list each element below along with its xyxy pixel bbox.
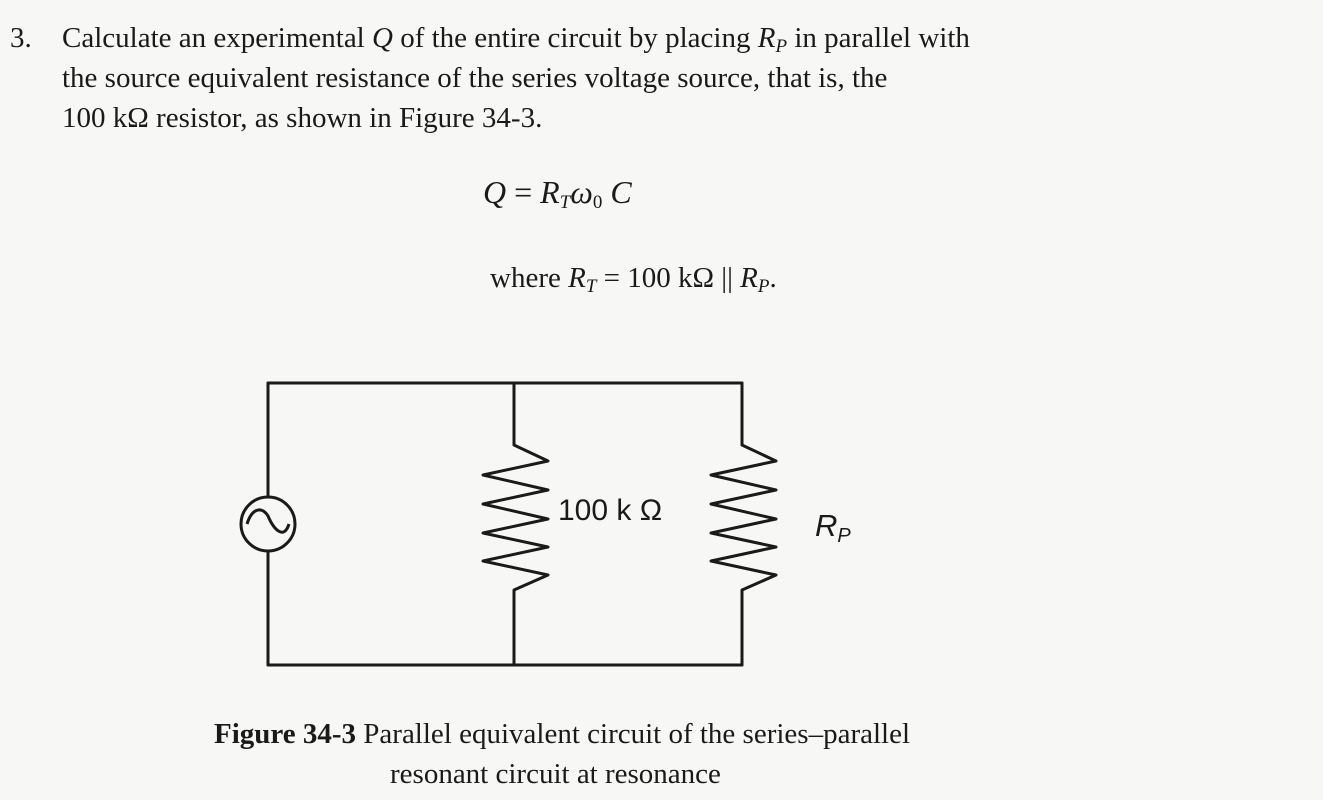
resistor-rp (709, 381, 778, 667)
resistor-100k (481, 381, 550, 667)
problem-text: Calculate an experimental Q of the entir… (62, 18, 1210, 138)
ac-source-icon (239, 495, 297, 553)
resistor-rp-label: RP (815, 508, 851, 547)
caption-text-2: resonant circuit at resonance (390, 758, 721, 790)
problem-number: 3. (10, 22, 32, 54)
where-clause: where RT = 100 kΩ || RP. (490, 262, 777, 297)
resistor-100k-label: 100 k Ω (558, 494, 663, 527)
problem-line-1: Calculate an experimental Q of the entir… (62, 22, 970, 57)
figure-caption: Figure 34-3 Parallel equivalent circuit … (214, 714, 910, 794)
problem-line-3: 100 kΩ resistor, as shown in Figure 34-3… (62, 102, 543, 134)
problem-line-2: the source equivalent resistance of the … (62, 62, 888, 94)
caption-text-1: Parallel equivalent circuit of the serie… (356, 718, 911, 750)
figure-number: Figure 34-3 (214, 718, 357, 750)
problem-statement: 3. Calculate an experimental Q of the en… (10, 18, 1210, 138)
q-formula: Q = RTω0 C (483, 174, 632, 213)
